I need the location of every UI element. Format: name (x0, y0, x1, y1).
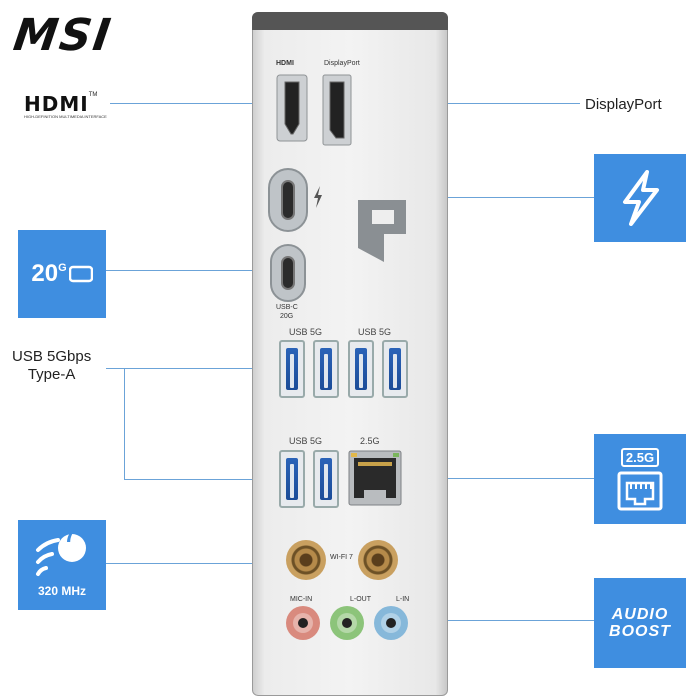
thunderbolt-glyph-icon (314, 186, 322, 208)
usbc-connector-line (106, 270, 284, 271)
ethernet-2-5g-icon (617, 471, 663, 510)
thunderbolt-icon (623, 170, 659, 226)
hdmi-port[interactable] (276, 74, 308, 142)
displayport-port[interactable] (322, 74, 352, 146)
panel-label-l-out: L-OUT (350, 596, 371, 603)
panel-label-usb5g-a: USB 5G (289, 327, 323, 337)
thunderbolt-usbc-port[interactable] (268, 168, 308, 232)
wifi-connector-line (106, 563, 366, 564)
wifi-antenna-connector-2[interactable] (358, 540, 398, 580)
usb-a-port-4[interactable] (382, 340, 408, 398)
usb-a-connector-line-top (106, 368, 346, 369)
panel-label-mic-in: MIC-IN (290, 596, 313, 603)
usbc-20g-port[interactable] (270, 244, 306, 302)
usb-a-port-5[interactable] (279, 450, 305, 508)
usb-a-connector-line-bottom (124, 479, 314, 480)
usb-a-port-3[interactable] (348, 340, 374, 398)
panel-label-usbc-top: USB-C (276, 304, 298, 311)
wifi-version-number: 7 (63, 522, 77, 547)
lan-2-5g-feature-tile: 2.5G (594, 434, 686, 524)
lan-rj45-port[interactable] (348, 450, 402, 506)
lan-speed-badge: 2.5G (620, 447, 660, 467)
thunderbolt-feature-tile (594, 154, 686, 242)
line-out-jack[interactable] (330, 606, 364, 640)
io-shield-top-edge (252, 12, 448, 30)
usbc-speed-number: 20 (31, 260, 59, 287)
usb-a-port-6[interactable] (313, 450, 339, 508)
panel-label-displayport: DisplayPort (324, 60, 360, 67)
hdmi-logo-text: HDMI (24, 92, 89, 116)
line-in-jack[interactable] (374, 606, 408, 640)
wifi-7-icon (36, 534, 86, 576)
wifi-band-label: 320 MHz (37, 584, 87, 598)
hdmi-logo-tm: TM (88, 92, 98, 98)
panel-label-l-in: L-IN (396, 596, 410, 603)
hdmi-connector-line (110, 103, 282, 104)
usbc-speed-unit: G (58, 262, 67, 274)
displayport-callout-label: DisplayPort (585, 96, 662, 113)
panel-label-wifi: WI-FI 7 (330, 554, 353, 561)
displayport-connector-line (340, 103, 580, 104)
usb-a-port-2[interactable] (313, 340, 339, 398)
brand-logo: MSI (10, 10, 116, 61)
lan-connector-line (370, 478, 594, 479)
panel-label-usb5g-b: USB 5G (358, 327, 392, 337)
audio-boost-icon: AUDIO BOOST (594, 578, 686, 668)
pro-series-logo-icon (358, 200, 406, 262)
usb-a-callout-label: USB 5Gbps Type-A (12, 348, 92, 383)
usb-a-connector-line-vertical (124, 368, 125, 480)
audio-boost-line1: AUDIO (611, 606, 669, 623)
panel-label-lan: 2.5G (360, 436, 380, 446)
hdmi-logo: HDMITM HIGH-DEFINITION MULTIMEDIA INTERF… (24, 92, 107, 119)
wifi-7-feature-tile: 7 320 MHz (18, 520, 106, 610)
audio-connector-line (390, 620, 594, 621)
panel-label-usb5g-c: USB 5G (289, 436, 323, 446)
panel-label-usbc-bottom: 20G (280, 313, 294, 320)
usbc-plug-icon (68, 265, 93, 283)
hdmi-logo-sub: HIGH-DEFINITION MULTIMEDIA INTERFACE (24, 114, 107, 119)
panel-label-hdmi: HDMI (276, 60, 294, 67)
audio-boost-line2: BOOST (609, 623, 671, 640)
mic-in-jack[interactable] (286, 606, 320, 640)
wifi-antenna-connector-1[interactable] (286, 540, 326, 580)
usb-a-port-1[interactable] (279, 340, 305, 398)
